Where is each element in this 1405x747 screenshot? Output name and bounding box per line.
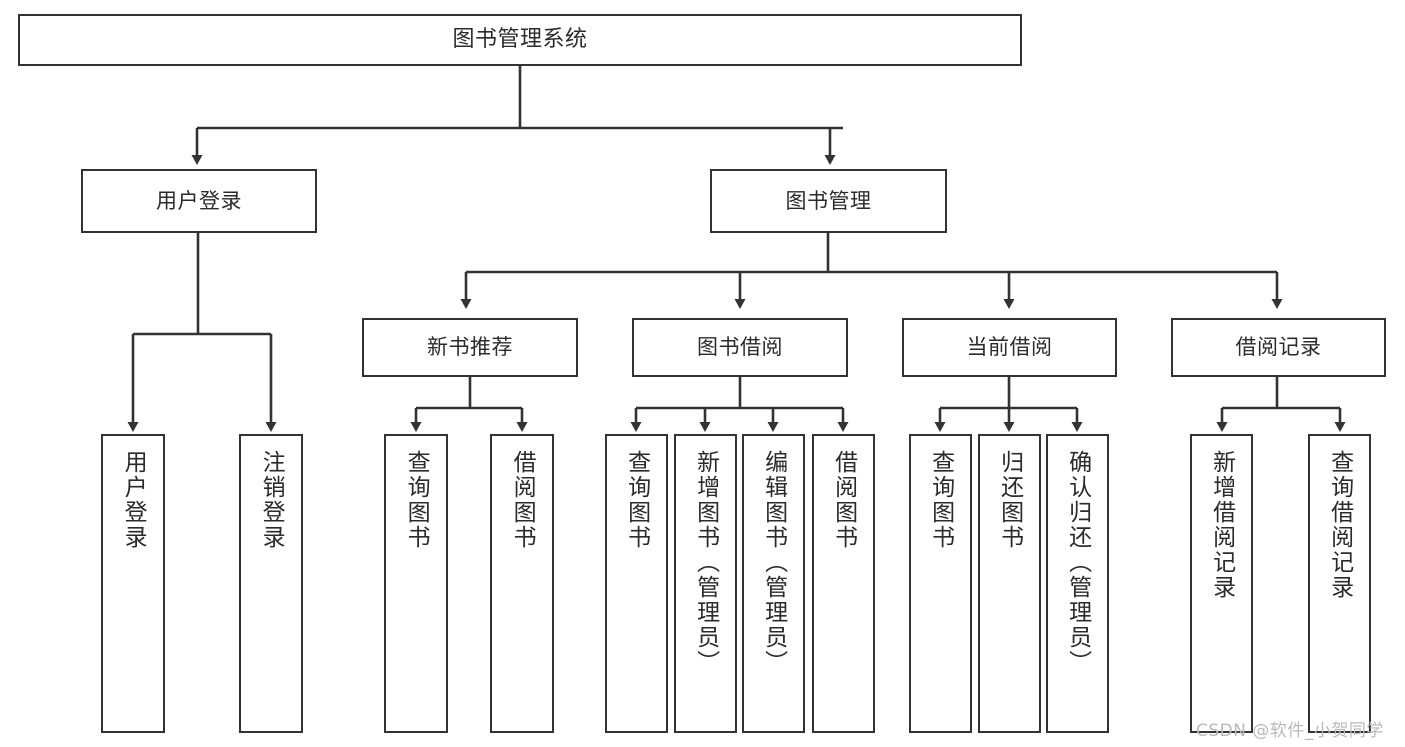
- node-label: 查询图书: [403, 450, 430, 550]
- node-leaf-return-book[interactable]: 归还图书: [978, 434, 1041, 733]
- node-leaf-borrow-book[interactable]: 借阅图书: [812, 434, 875, 733]
- node-label: 用户登录: [120, 450, 147, 550]
- csdn-watermark: CSDN @软件_小贺同学: [1196, 721, 1384, 741]
- node-new-book-recommend[interactable]: 新书推荐: [362, 318, 578, 377]
- node-label: 图书管理: [785, 188, 872, 213]
- node-leaf-confirm-return[interactable]: 确认归还（管理员）: [1046, 434, 1109, 733]
- node-label: 确认归还（管理员）: [1064, 450, 1091, 675]
- node-label: 查询图书: [927, 450, 954, 550]
- node-label: 用户登录: [156, 188, 242, 213]
- node-label: 注销登录: [258, 450, 285, 550]
- node-label: 借阅图书: [509, 450, 536, 550]
- node-label: 当前借阅: [966, 335, 1053, 360]
- node-label: 新书推荐: [427, 335, 513, 360]
- node-current-borrow[interactable]: 当前借阅: [902, 318, 1117, 377]
- node-label: 借阅图书: [830, 450, 857, 550]
- node-leaf-borrow-book-recommend[interactable]: 借阅图书: [490, 434, 554, 733]
- node-leaf-logout-login[interactable]: 注销登录: [239, 434, 303, 733]
- node-label: 图书管理系统: [452, 27, 588, 53]
- node-root-book-management-system[interactable]: 图书管理系统: [18, 14, 1022, 66]
- node-label: 借阅记录: [1235, 335, 1322, 360]
- node-leaf-add-book[interactable]: 新增图书（管理员）: [674, 434, 737, 733]
- node-label: 归还图书: [996, 450, 1023, 550]
- node-label: 编辑图书（管理员）: [760, 450, 787, 675]
- node-leaf-query-book-recommend[interactable]: 查询图书: [384, 434, 448, 733]
- node-book-borrow[interactable]: 图书借阅: [632, 318, 848, 377]
- node-user-login[interactable]: 用户登录: [81, 169, 317, 233]
- node-label: 查询借阅记录: [1326, 450, 1353, 600]
- node-leaf-edit-book[interactable]: 编辑图书（管理员）: [742, 434, 805, 733]
- node-label: 新增借阅记录: [1208, 450, 1235, 600]
- node-leaf-add-borrow-record[interactable]: 新增借阅记录: [1190, 434, 1253, 733]
- node-book-management[interactable]: 图书管理: [710, 169, 947, 233]
- node-leaf-query-book-borrow[interactable]: 查询图书: [605, 434, 668, 733]
- node-leaf-query-book-current[interactable]: 查询图书: [909, 434, 972, 733]
- node-label: 查询图书: [623, 450, 650, 550]
- node-label: 新增图书（管理员）: [692, 450, 719, 675]
- node-leaf-query-borrow-record[interactable]: 查询借阅记录: [1308, 434, 1371, 733]
- node-borrow-record[interactable]: 借阅记录: [1171, 318, 1386, 377]
- node-label: 图书借阅: [697, 335, 783, 360]
- node-leaf-user-login[interactable]: 用户登录: [101, 434, 165, 733]
